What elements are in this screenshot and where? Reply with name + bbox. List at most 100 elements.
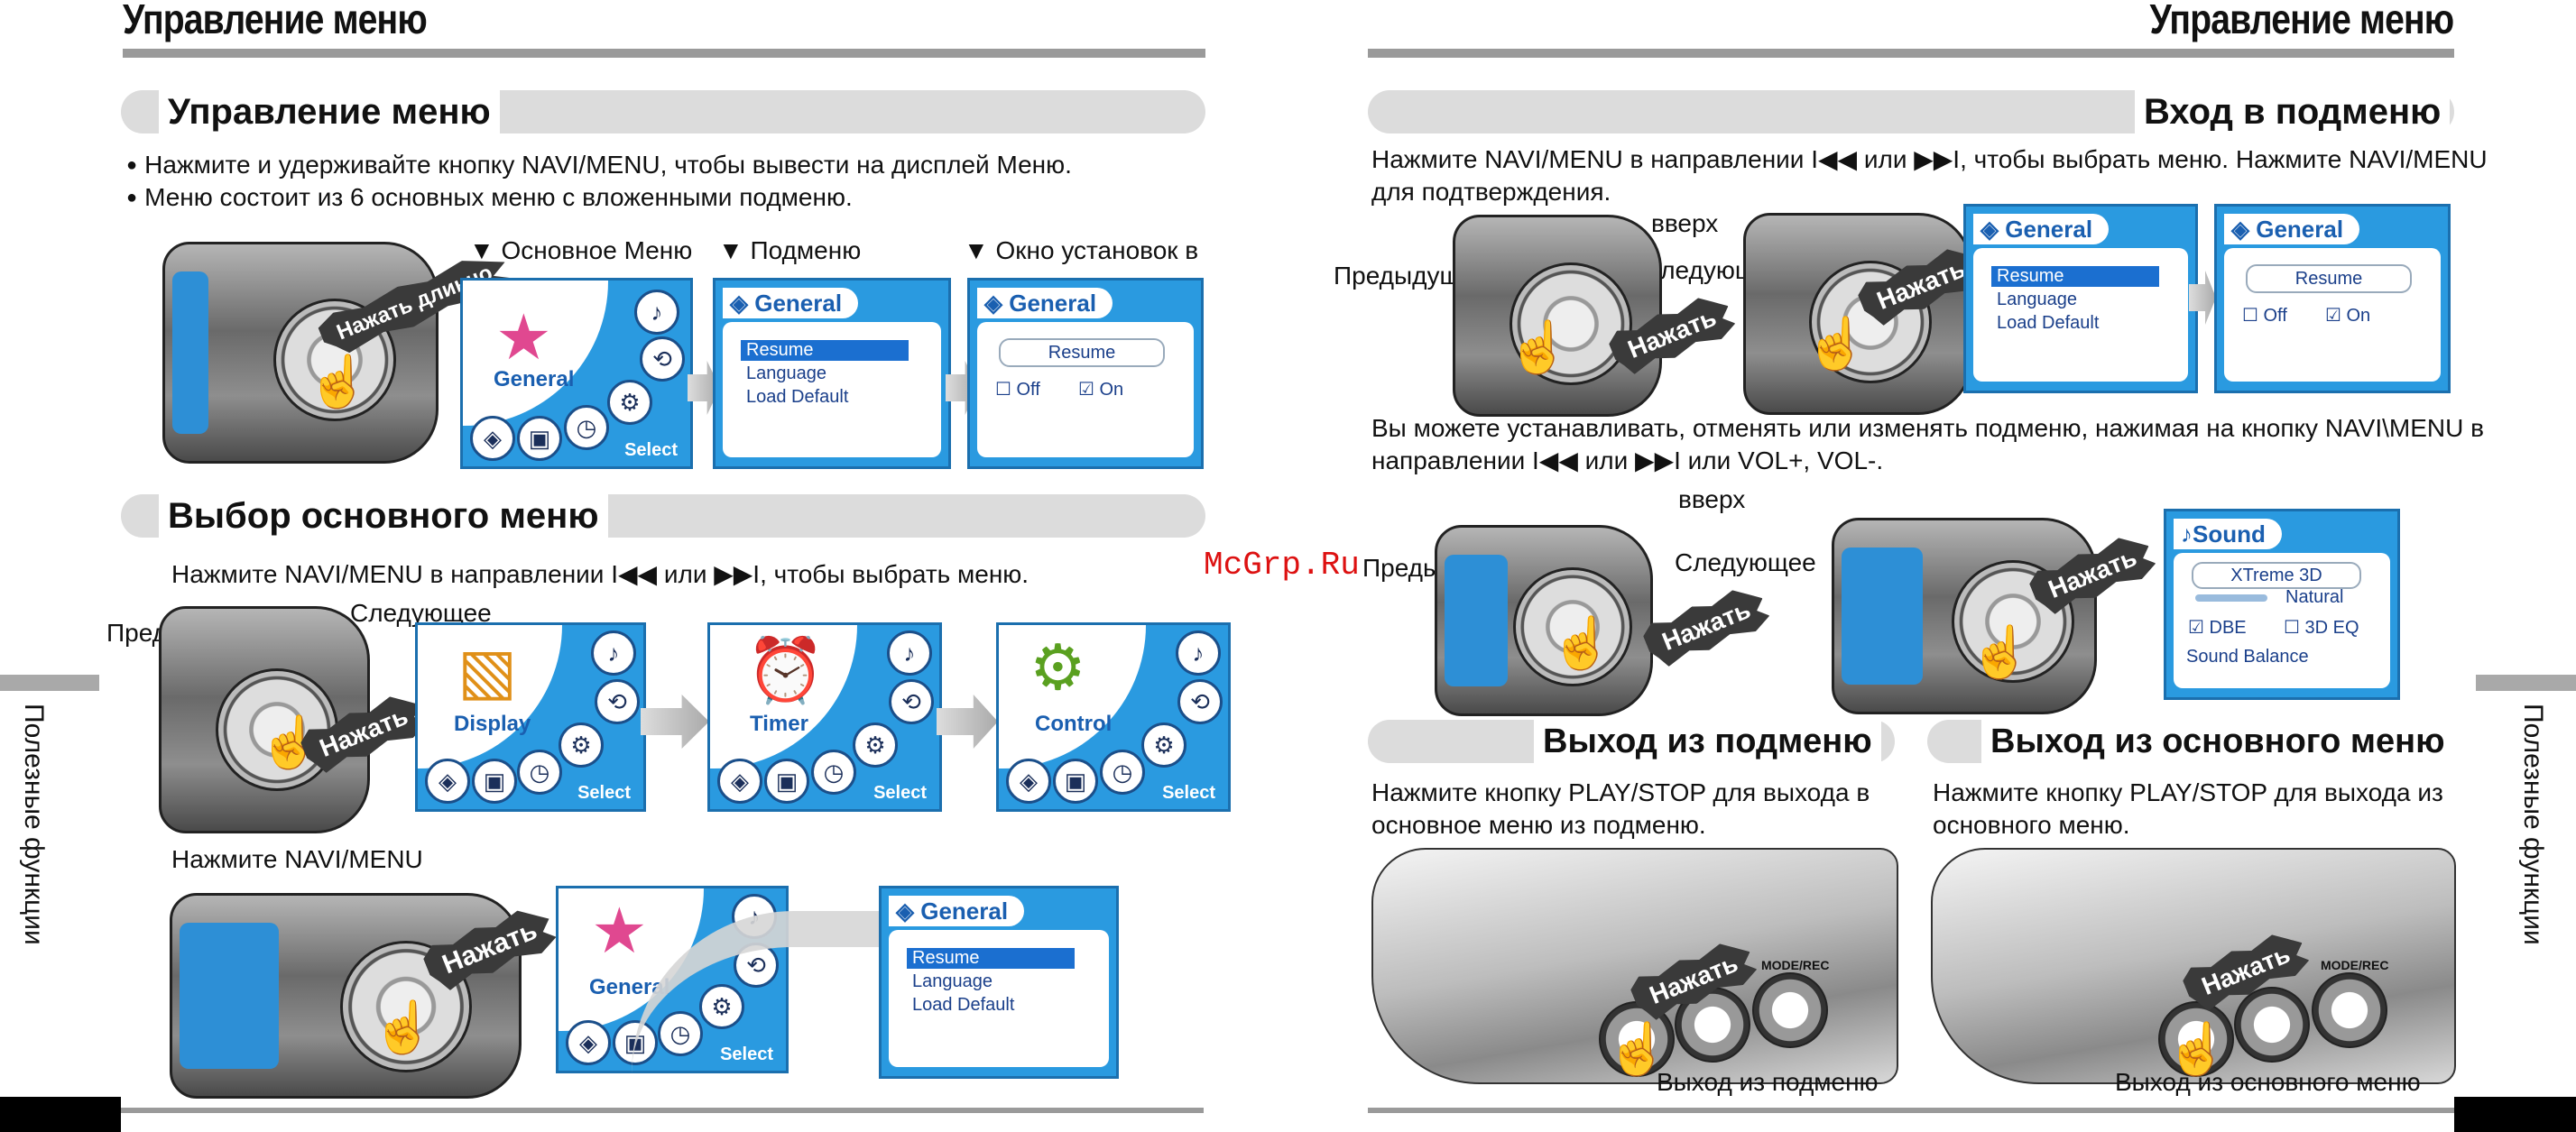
repeat-icon: ⟲ <box>595 679 640 724</box>
submenu-item-resume: Resume <box>907 948 1075 969</box>
bullet-hold-navi: Нажмите и удерживайте кнопку NAVI/MENU, … <box>126 148 1072 182</box>
player-device-illustration <box>1743 213 1972 415</box>
mode-rec-label: MODE/REC <box>1761 958 1830 972</box>
watermark: McGrp.Ru <box>1204 547 1360 584</box>
repeat-icon: ⟲ <box>889 679 934 724</box>
alarm-clock-icon: ⏰ <box>746 635 826 705</box>
submenu-item-language: Language <box>746 364 826 383</box>
cube-icon: ◈ <box>730 290 755 317</box>
submenu-item-load-default: Load Default <box>912 995 1015 1015</box>
submenu-screen-general: ◈ General Resume Language Load Default <box>713 278 951 469</box>
dbe-checkbox: ☑ DBE <box>2188 618 2247 638</box>
play-stop-button <box>2158 1001 2234 1077</box>
xtreme-slider <box>2195 594 2267 602</box>
exit-sub-line2: основное меню из подменю. <box>1371 811 1706 839</box>
select-hint: Select <box>1162 783 1215 803</box>
mode-rec-button <box>1752 972 1828 1048</box>
easel-icon: ▧ <box>457 636 518 706</box>
gear-icon: ⚙ <box>853 722 898 768</box>
checkbox-off: ☐ Off <box>995 380 1040 400</box>
adjust-instruction-line2: направлении I◀◀ или ▶▶I или VOL+, VOL-. <box>1371 446 1884 474</box>
sound-settings-screen: ♪Sound XTreme 3D Natural ☑ DBE ☐ 3D EQ S… <box>2164 509 2400 700</box>
clock-icon: ◷ <box>811 750 856 795</box>
player-device-illustration <box>170 893 522 1099</box>
label-next: Следующее <box>350 599 492 627</box>
side-label-right: Полезные функции <box>2518 704 2548 945</box>
label-next: Следующее <box>1675 548 1816 576</box>
setting-name: Resume <box>999 338 1165 367</box>
main-menu-screen-general: ★ General ♪ ⟲ ⚙ ◷ ▣ ◈ Select <box>460 278 693 469</box>
main-menu-screen-display: ▧ Display ♪ ⟲ ⚙ ◷ ▣ ◈ Select <box>415 622 646 812</box>
select-hint: Select <box>577 783 631 803</box>
music-note-icon: ♪ <box>2181 520 2193 548</box>
caption-exit-main: Выход из основного меню <box>2115 1068 2421 1096</box>
3d-eq-checkbox: ☐ 3D EQ <box>2284 618 2359 638</box>
settings-header: ◈ General <box>977 288 1113 318</box>
section-title-enter-submenu: Вход в подменю <box>2135 90 2451 133</box>
rec-button <box>2234 987 2310 1063</box>
player-device-illustration <box>162 242 439 464</box>
flow-arrow <box>937 695 998 749</box>
submenu-header: ◈ General <box>1973 214 2110 244</box>
enter-instruction-line2: для подтверждения. <box>1371 178 1611 206</box>
main-menu-screen-control: ⚙ Control ♪ ⟲ ⚙ ◷ ▣ ◈ Select <box>996 622 1231 812</box>
tv-icon: ▣ <box>764 759 809 804</box>
checkbox-off-label: Off <box>2263 306 2287 326</box>
label-up: вверх <box>1678 485 1746 513</box>
settings-title: General <box>1009 290 1097 317</box>
gear-icon: ⚙ <box>1141 722 1186 768</box>
section-title-menu-control: Управление меню <box>159 90 500 133</box>
navi-dial <box>1513 567 1632 686</box>
submenu-item-load-default: Load Default <box>746 387 849 407</box>
music-note-icon: ♪ <box>591 630 636 676</box>
section-title-main-select: Выбор основного меню <box>159 494 608 538</box>
pointing-hand-icon: ☝ <box>372 999 435 1055</box>
checkbox-on: ☑ On <box>2325 306 2371 326</box>
submenu-screen-general: ◈ General Resume Language Load Default <box>879 886 1119 1079</box>
caption-exit-submenu: Выход из подменю <box>1657 1068 1879 1096</box>
menu-label-general: General <box>494 367 575 391</box>
settings-title: General <box>2256 216 2344 243</box>
left-page-title: Управление меню <box>123 0 428 42</box>
pointing-hand-icon: ☝ <box>1507 318 1570 375</box>
submenu-screen-general: ◈ General Resume Language Load Default <box>1963 204 2198 393</box>
right-bottom-rule <box>1368 1108 2454 1113</box>
cube-icon: ◈ <box>425 759 470 804</box>
tv-icon: ▣ <box>472 759 517 804</box>
pointing-hand-icon: ☝ <box>1969 623 2032 680</box>
menu-label-control: Control <box>1035 712 1113 736</box>
star-box-icon: ★ <box>591 896 648 966</box>
clock-icon: ◷ <box>517 750 562 795</box>
label-up: вверх <box>1651 209 1719 237</box>
cube-icon: ◈ <box>1006 759 1051 804</box>
mode-rec-label: MODE/REC <box>2321 958 2389 972</box>
cube-icon: ◈ <box>984 290 1010 317</box>
side-label-left: Полезные функции <box>19 704 49 945</box>
submenu-item-language: Language <box>912 971 993 991</box>
settings-header: ◈ General <box>2224 214 2360 244</box>
mode-rec-button <box>2312 972 2387 1048</box>
pointing-hand-icon: ☝ <box>1550 614 1613 671</box>
menu-label-display: Display <box>454 712 531 736</box>
section-title-exit-main: Выход из основного меню <box>1981 720 2454 763</box>
pointing-hand-icon: ☝ <box>2165 1020 2229 1077</box>
side-tab-left <box>0 675 99 691</box>
player-device-illustration <box>159 606 370 833</box>
main-menu-screen-timer: ⏰ Timer ♪ ⟲ ⚙ ◷ ▣ ◈ Select <box>707 622 942 812</box>
device-screen <box>180 923 279 1069</box>
device-screen <box>1445 555 1508 686</box>
menu-label-timer: Timer <box>750 712 808 736</box>
music-note-icon: ♪ <box>634 290 679 335</box>
submenu-item-resume: Resume <box>741 340 909 361</box>
cube-icon: ◈ <box>717 759 762 804</box>
checkbox-on: ☑ On <box>1078 380 1124 400</box>
setting-name: Resume <box>2246 264 2412 293</box>
music-note-icon: ♪ <box>887 630 932 676</box>
checkbox-on-label: On <box>1099 380 1124 400</box>
settings-screen-resume: ◈ General Resume ☐ Off ☑ On <box>2214 204 2451 393</box>
submenu-header: ◈ General <box>723 288 859 318</box>
caption-settings-window: ▼ Окно установок в <box>964 236 1199 264</box>
submenu-item-resume: Resume <box>1991 266 2159 287</box>
tv-icon: ▣ <box>517 416 562 461</box>
gears-icon: ⚙ <box>1029 632 1086 703</box>
